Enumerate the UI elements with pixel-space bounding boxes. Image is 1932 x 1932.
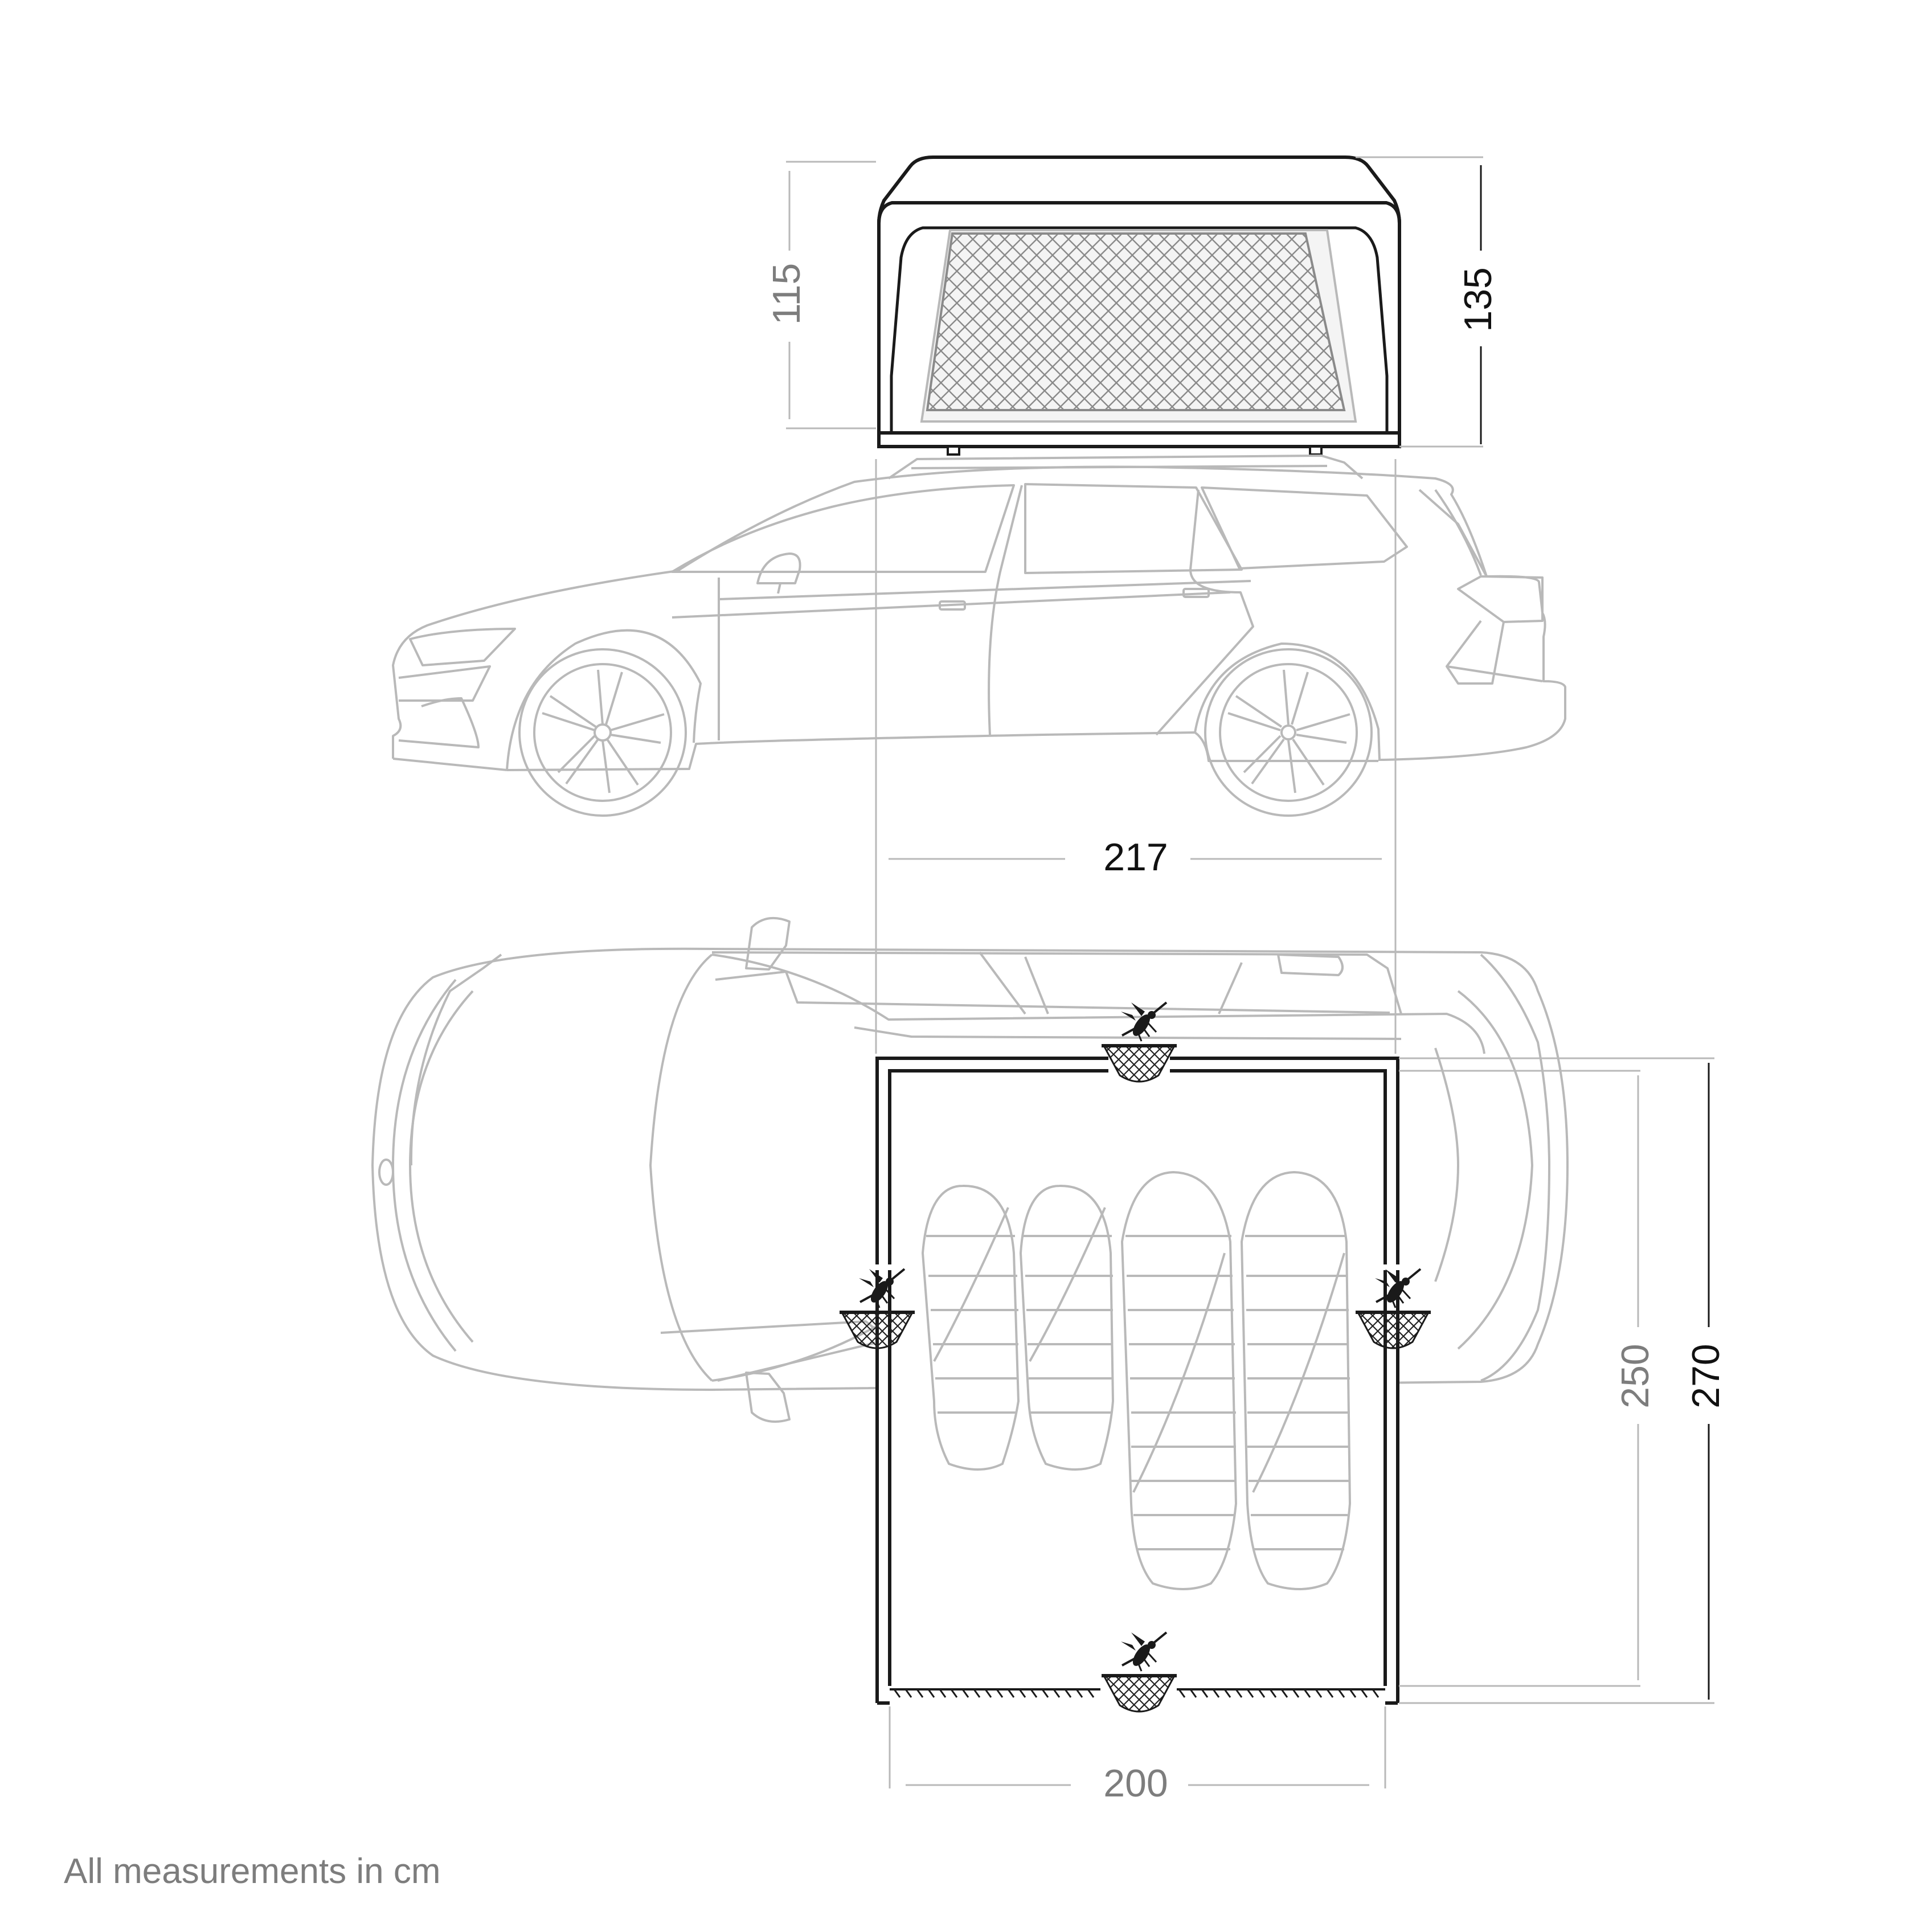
dimension-lines [786, 156, 1714, 1788]
floor-inner-length-label: 250 [1614, 1344, 1657, 1408]
door-opening-hatch [890, 1688, 1385, 1698]
roof-length-label: 217 [1103, 836, 1168, 879]
floor-total-length-label: 270 [1684, 1344, 1728, 1408]
side-total-height-label: 135 [1456, 267, 1500, 331]
sleeping-bags [921, 1170, 1352, 1590]
roof-tent-side-view [877, 155, 1401, 456]
side-inner-height-label: 115 [765, 263, 808, 325]
dimension-labels: 115 135 217 250 270 200 [765, 263, 1728, 1805]
tent-walls [875, 1057, 1400, 1705]
car-side-view [392, 455, 1566, 817]
measurement-unit-note: All measurements in cm [64, 1852, 441, 1891]
floor-width-label: 200 [1103, 1762, 1168, 1805]
tent-floor-plan [840, 1002, 1431, 1712]
car-top-view [371, 917, 1569, 1423]
